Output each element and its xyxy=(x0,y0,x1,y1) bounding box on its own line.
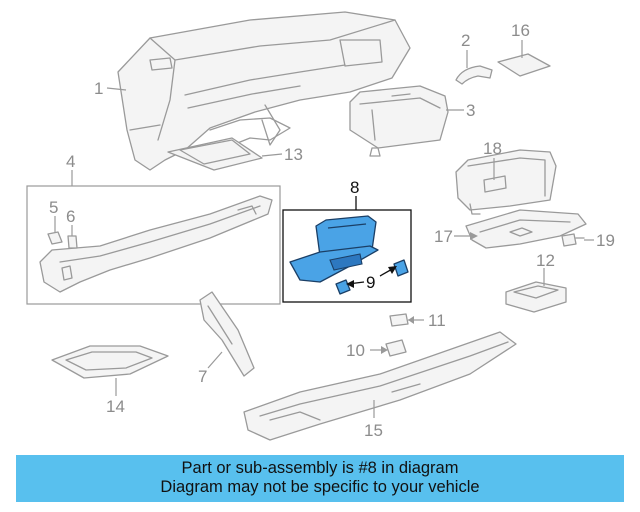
part-8-glove-box-compartment[interactable] xyxy=(289,215,379,283)
leader-7 xyxy=(207,351,223,369)
callout-9: 9 xyxy=(366,273,375,292)
part-13-panel[interactable] xyxy=(167,137,263,171)
part-15-console[interactable] xyxy=(243,331,517,441)
leader-1 xyxy=(106,87,127,91)
part-10-pad[interactable] xyxy=(385,339,407,357)
parts-diagram: 1 13 2 16 3 4 5 xyxy=(26,11,615,441)
part-5-clip[interactable] xyxy=(47,231,63,245)
callout-8: 8 xyxy=(350,178,359,197)
part-1-instrument-panel[interactable] xyxy=(117,11,411,171)
arrow-9b xyxy=(388,266,397,274)
part-18-glove-box-housing[interactable] xyxy=(455,149,557,215)
part-7-pillar-trim[interactable] xyxy=(199,291,255,377)
callout-14: 14 xyxy=(106,397,125,416)
callout-1: 1 xyxy=(94,79,103,98)
banner-line-2: Diagram may not be specific to your vehi… xyxy=(160,478,480,496)
part-14-tray[interactable] xyxy=(51,345,169,379)
part-19-bumper[interactable] xyxy=(561,233,585,247)
callout-4: 4 xyxy=(66,152,75,171)
callout-11: 11 xyxy=(428,311,446,330)
part-17-glove-box-door[interactable] xyxy=(465,209,587,249)
callout-17: 17 xyxy=(434,227,453,246)
callout-3: 3 xyxy=(466,101,475,120)
part-11-pad[interactable] xyxy=(389,313,409,327)
callout-5: 5 xyxy=(49,198,58,217)
part-2-handle[interactable] xyxy=(455,65,493,85)
leader-13 xyxy=(261,153,283,157)
callout-10: 10 xyxy=(346,341,365,360)
part-8-highlight-frame xyxy=(282,209,412,303)
arrow-10 xyxy=(381,346,388,354)
arrow-9a xyxy=(346,280,354,288)
part-3-cluster-bezel[interactable] xyxy=(349,85,449,157)
callout-15: 15 xyxy=(364,421,383,440)
callout-7: 7 xyxy=(198,367,207,386)
callout-13: 13 xyxy=(284,145,303,164)
callout-16: 16 xyxy=(511,21,530,40)
arrow-11 xyxy=(408,316,414,324)
part-4-lower-panel[interactable] xyxy=(39,195,273,293)
part-16-cover[interactable] xyxy=(497,53,551,77)
banner-line-1: Part or sub-assembly is #8 in diagram xyxy=(181,459,459,477)
arrow-17 xyxy=(470,232,478,240)
part-12-bin[interactable] xyxy=(505,281,567,313)
callout-18: 18 xyxy=(483,139,502,158)
callout-6: 6 xyxy=(66,207,75,226)
part-9-hinge-clips[interactable] xyxy=(335,259,409,295)
part-6-clip[interactable] xyxy=(67,235,78,249)
callout-12: 12 xyxy=(536,251,555,270)
callout-19: 19 xyxy=(596,231,615,250)
part-4-group-frame xyxy=(26,185,281,305)
info-banner: Part or sub-assembly is #8 in diagram Di… xyxy=(16,455,624,502)
callout-2: 2 xyxy=(461,31,470,50)
